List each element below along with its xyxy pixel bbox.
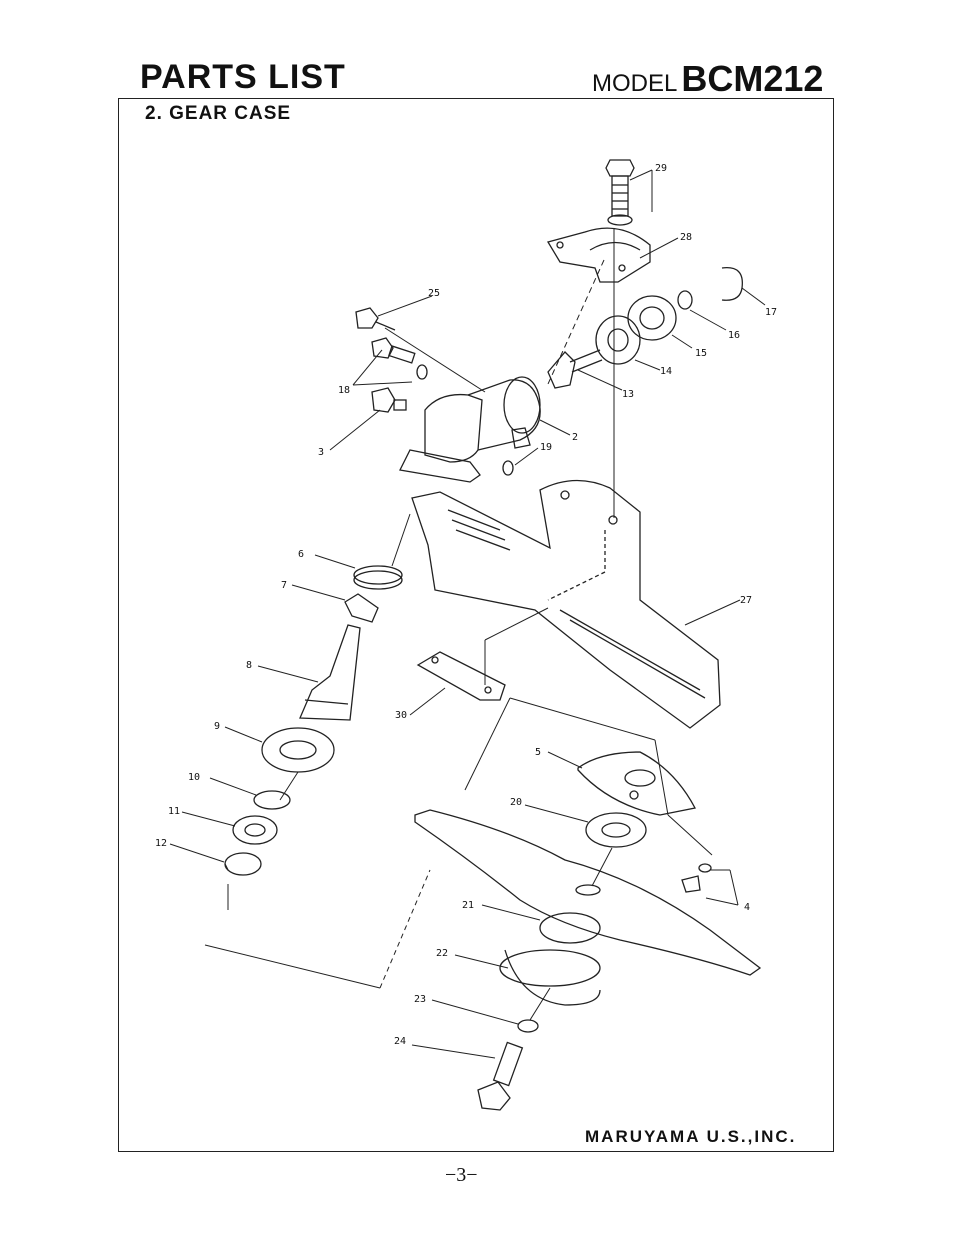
part-15-bearing [627,295,677,341]
callout-7: 7 [281,580,287,591]
callout-8: 8 [246,660,252,671]
callout-6: 6 [298,549,304,560]
part-14-bearing [595,315,641,365]
callout-4: 4 [744,902,750,913]
part-6-seal [353,565,403,590]
callout-13: 13 [622,389,634,400]
part-17-circlip [721,267,743,301]
part-20-bearing [585,812,647,848]
part-19-washer [502,460,514,476]
callout-12: 12 [155,838,167,849]
callout-18: 18 [338,385,350,396]
page-number: −3− [445,1164,478,1186]
callout-15: 15 [695,348,707,359]
callout-20: 20 [510,797,522,808]
part-12-spacer [224,852,262,876]
part-9-bearing [261,727,335,773]
callout-21: 21 [462,900,474,911]
callout-5: 5 [535,747,541,758]
callout-30: 30 [395,710,407,721]
callout-23: 23 [414,994,426,1005]
callout-27: 27 [740,595,752,606]
parts-drawing [224,159,762,1111]
callout-numbers: 29 28 25 17 16 15 14 18 13 19 2 3 6 7 27… [155,163,777,1047]
leader-lines [169,169,766,1059]
part-5-holder [577,751,696,816]
part-23-washer [517,1019,539,1033]
blade [414,809,762,976]
part-16-ring [677,290,693,310]
callout-28: 28 [680,232,692,243]
callout-24: 24 [394,1036,406,1047]
callout-16: 16 [728,330,740,341]
callout-3: 3 [318,447,324,458]
model-number: BCM212 [681,58,824,99]
part-10-washer [253,790,291,810]
part-13-pinion [547,349,603,389]
diagram-frame [118,98,834,1152]
callout-22: 22 [436,948,448,959]
part-11-bearing [232,815,278,845]
callout-14: 14 [660,366,672,377]
part-25-bolt [355,307,396,331]
part-27-housing [411,479,721,729]
callout-19: 19 [540,442,552,453]
part-29-bolt [605,159,635,226]
part-21-washer [539,912,601,944]
callout-2: 2 [572,432,578,443]
callout-17: 17 [765,307,777,318]
company-name: MARUYAMA U.S.,INC. [585,1127,797,1146]
part-7-bevel-gear [344,593,379,623]
model-prefix: MODEL [592,70,678,97]
callout-25: 25 [428,288,440,299]
page-title: PARTS LIST [140,58,346,96]
section-title: 2. GEAR CASE [145,103,292,124]
part-3-bolt [371,387,407,413]
part-4-bolt [681,863,712,893]
part-18-bolt [371,337,428,380]
callout-11: 11 [168,806,180,817]
part-22-cup [499,949,601,1006]
callout-29: 29 [655,163,667,174]
part-8-shaft [299,624,361,721]
part-30-plate [416,651,506,701]
callout-10: 10 [188,772,200,783]
callout-9: 9 [214,721,220,732]
part-24-bolt [477,1041,524,1111]
part-2-gear-case [399,376,541,483]
part-28-bearing-cap [547,227,651,283]
